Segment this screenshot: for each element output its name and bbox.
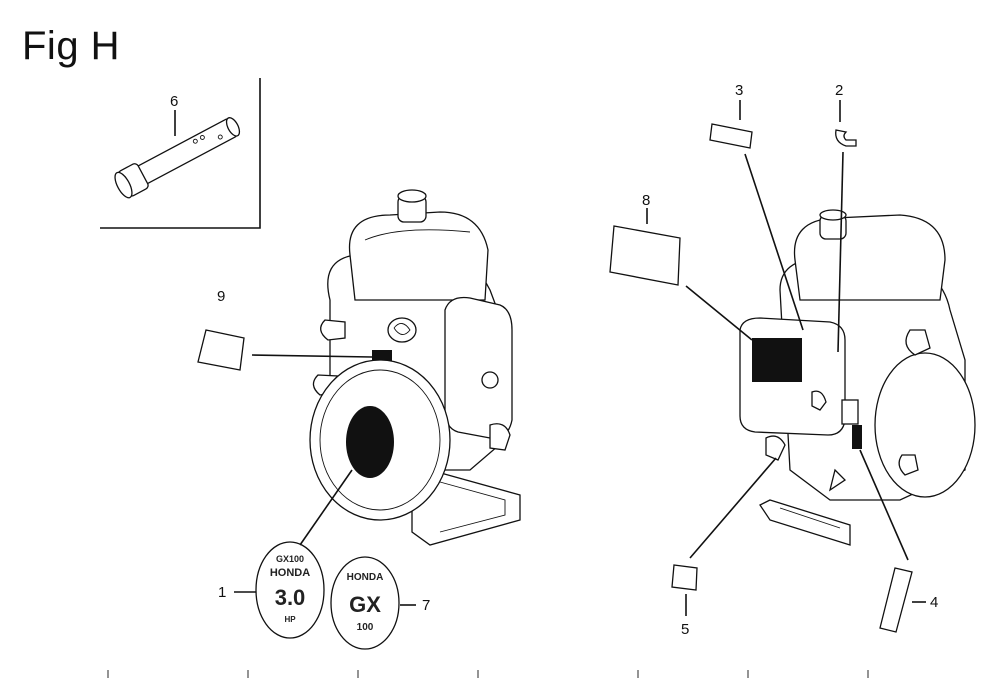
emblem-7-line1: HONDA	[347, 572, 384, 583]
emblem-7: HONDA GX 100	[330, 556, 400, 650]
emblem-7-line3: 100	[357, 622, 374, 633]
part-9-label	[197, 329, 245, 371]
part-2-clip	[835, 129, 857, 147]
callout-1: 1	[218, 584, 226, 601]
inset-frame	[100, 78, 261, 229]
callout-6: 6	[170, 93, 178, 110]
engine-rear-view	[739, 209, 976, 546]
callout-2: 2	[835, 82, 843, 99]
leader-line-9	[251, 354, 373, 358]
spark-plug-wrench	[114, 117, 241, 199]
label-spot-4	[852, 425, 862, 449]
part-4-label	[879, 567, 913, 633]
leader-line-1-7	[299, 469, 353, 546]
bottom-ticks	[107, 670, 869, 678]
part-5-label	[671, 564, 698, 591]
callout-7: 7	[422, 597, 430, 614]
engine-front-view	[309, 189, 521, 546]
leader-line-3	[744, 153, 804, 331]
emblem-1-small: HP	[284, 615, 296, 624]
callout-9: 9	[217, 288, 225, 305]
callout-3: 3	[735, 82, 743, 99]
part-8-label	[609, 225, 681, 286]
callout-8: 8	[642, 192, 650, 209]
leader-line-8	[685, 285, 753, 341]
leader-line-4	[859, 449, 909, 561]
emblem-1: GX100 HONDA 3.0 HP	[255, 541, 325, 639]
leader-line-2	[837, 151, 844, 353]
emblem-7-big: GX	[349, 592, 381, 617]
figure-title: Fig H	[22, 24, 121, 68]
leader-line-5	[689, 457, 777, 559]
emblem-1-line1: GX100	[276, 554, 304, 564]
callout-5: 5	[681, 621, 689, 638]
callout-4: 4	[930, 594, 938, 611]
emblem-1-big: 3.0	[275, 585, 306, 610]
emblem-1-line2: HONDA	[270, 567, 310, 579]
part-3-label	[709, 123, 753, 149]
emblem-spot	[346, 406, 394, 478]
muffler-label-spot-8	[752, 338, 802, 382]
